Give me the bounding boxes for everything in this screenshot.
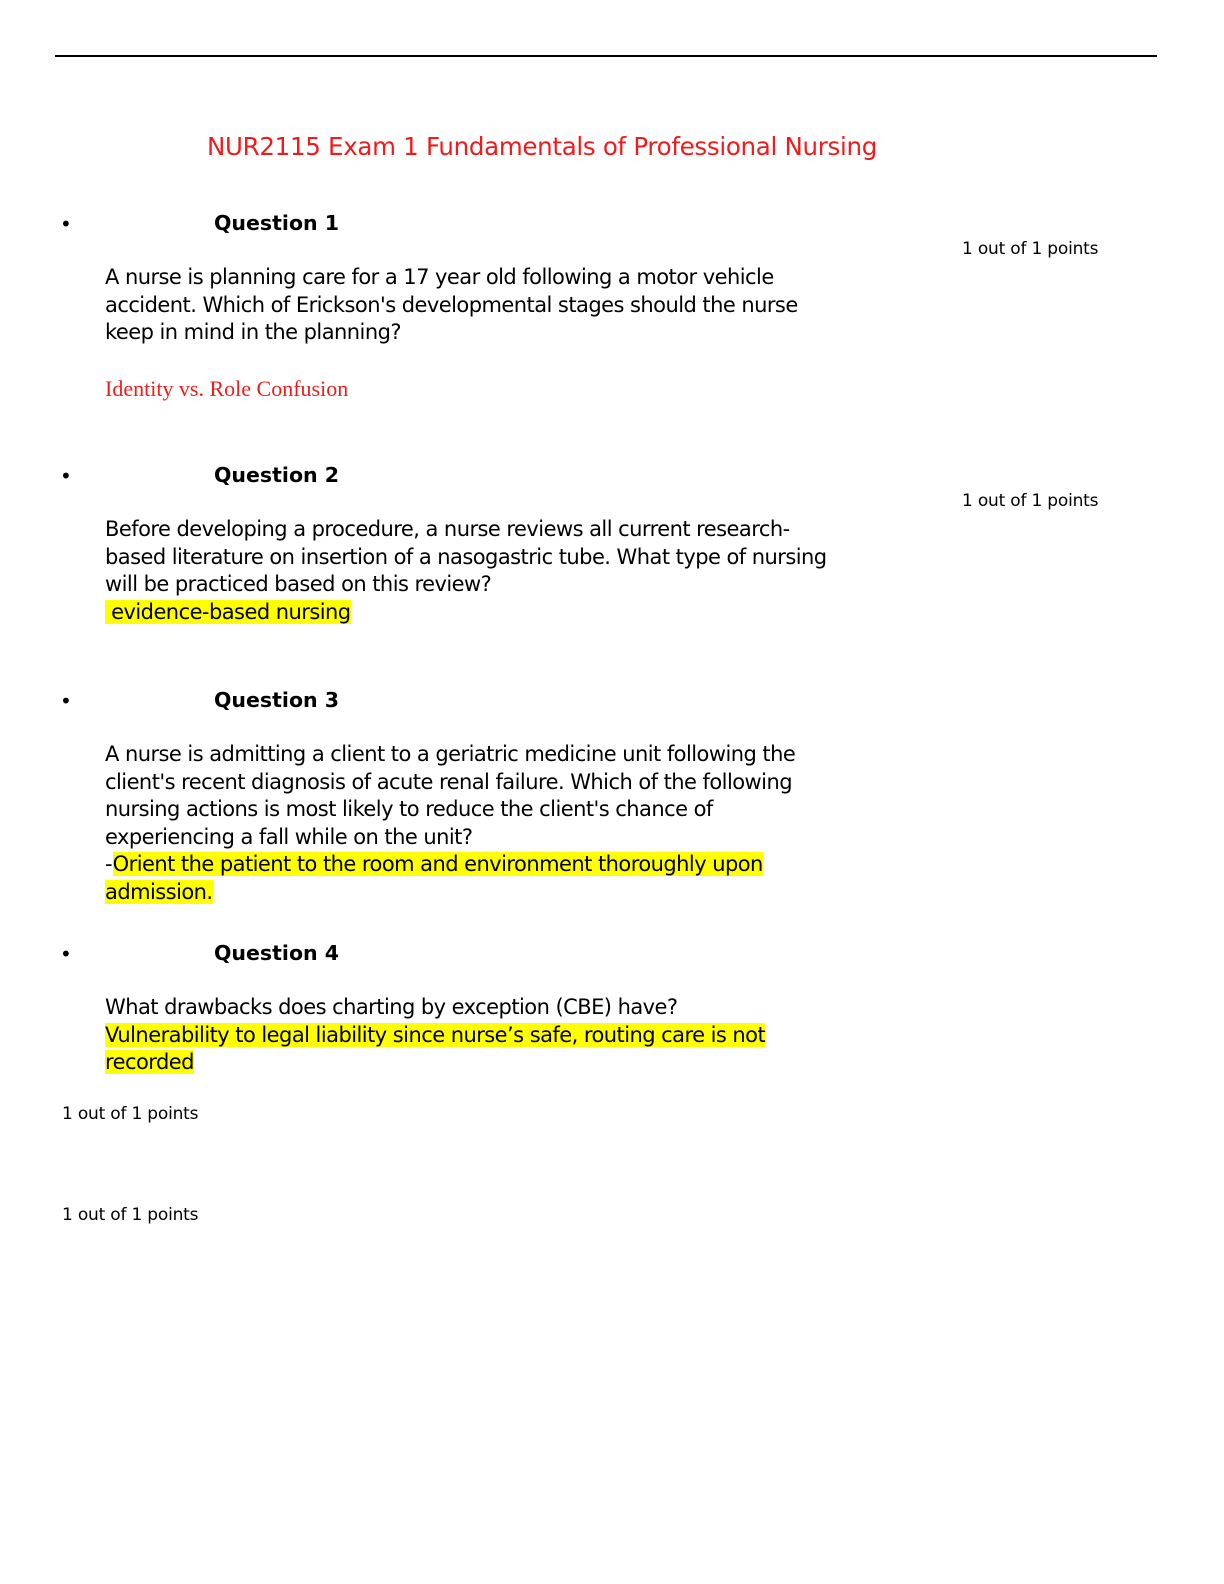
answer-line: recorded (105, 1050, 194, 1075)
text-line: accident. Which of Erickson's developmen… (105, 292, 798, 317)
question-1-label: Question 1 (214, 211, 340, 235)
bullet: • (60, 942, 72, 966)
question-1-points: 1 out of 1 points (962, 239, 1099, 259)
answer-line: admission. (105, 879, 213, 904)
answer-line: Orient the patient to the room and envir… (112, 852, 763, 877)
answer-prefix: - (105, 852, 113, 877)
text-line: What drawbacks does charting by exceptio… (105, 995, 678, 1019)
header-rule (55, 55, 1157, 57)
question-1-answer: Identity vs. Role Confusion (105, 376, 349, 401)
text-line: client's recent diagnosis of acute renal… (105, 769, 793, 794)
text-line: experiencing a fall while on the unit? (105, 824, 473, 849)
text-line: A nurse is admitting a client to a geria… (105, 742, 796, 766)
text-line: Before developing a procedure, a nurse r… (105, 517, 790, 541)
question-4-label: Question 4 (214, 941, 340, 965)
question-2-points: 1 out of 1 points (962, 491, 1099, 511)
text-line: nursing actions is most likely to reduce… (105, 797, 713, 822)
question-3-points: 1 out of 1 points (62, 1104, 199, 1124)
question-4-text: What drawbacks does charting by exceptio… (105, 994, 766, 1077)
text-line: will be practiced based on this review? (105, 572, 492, 597)
question-2-text: Before developing a procedure, a nurse r… (105, 516, 827, 626)
question-3-text: A nurse is admitting a client to a geria… (105, 741, 796, 907)
text-line: A nurse is planning care for a 17 year o… (105, 265, 774, 289)
question-2-label: Question 2 (214, 463, 340, 487)
document-title: NUR2115 Exam 1 Fundamentals of Professio… (207, 132, 877, 161)
text-line: keep in mind in the planning? (105, 320, 402, 345)
question-2-answer: evidence-based nursing (105, 599, 351, 624)
bullet: • (60, 689, 72, 713)
text-line: based literature on insertion of a nasog… (105, 544, 827, 569)
question-3-answer: -Orient the patient to the room and envi… (105, 851, 795, 879)
question-4-answer: Vulnerability to legal liability since n… (105, 1022, 766, 1047)
question-1-text: A nurse is planning care for a 17 year o… (105, 264, 798, 347)
bullet: • (60, 212, 72, 236)
question-4-points: 1 out of 1 points (62, 1205, 199, 1225)
question-3-label: Question 3 (214, 688, 340, 712)
bullet: • (60, 464, 72, 488)
